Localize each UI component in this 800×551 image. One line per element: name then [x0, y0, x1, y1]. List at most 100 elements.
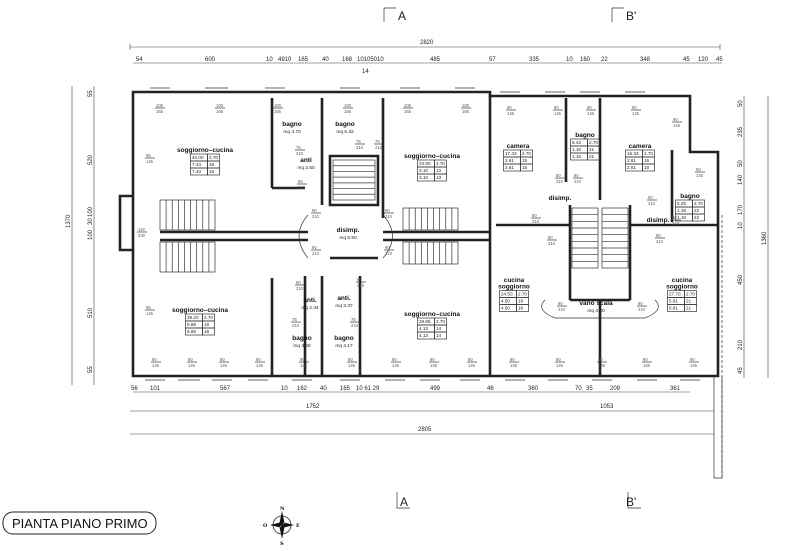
- compass-west: O: [263, 523, 268, 529]
- title-text: PIANTA PIANO PRIMO: [12, 516, 148, 531]
- opening-width: 90: [554, 105, 559, 110]
- opening-height: 210: [298, 185, 306, 190]
- dimension-bottom: 361: [670, 386, 681, 392]
- table-cell: 5.25: [677, 201, 686, 206]
- table-cell: 15: [522, 165, 528, 170]
- table-cell: 2.70: [518, 292, 527, 297]
- table-cell: 22: [694, 208, 700, 213]
- dimension-bottom: 40: [320, 386, 327, 392]
- table-cell: 4.50: [501, 306, 510, 311]
- room-name: soggiorno–cucina: [172, 307, 228, 314]
- table-cell: 18: [209, 169, 215, 174]
- table-cell: 7.43: [192, 162, 201, 167]
- table-cell: 27.70: [669, 292, 681, 297]
- opening-height: 210: [296, 286, 304, 291]
- opening-width: 90: [430, 357, 435, 362]
- opening-height: 155: [274, 109, 282, 114]
- opening-width: 90: [507, 105, 512, 110]
- dimension-bottom: 360: [528, 386, 539, 392]
- room-area: mq 3.37: [335, 303, 353, 309]
- opening-width: 90: [385, 245, 390, 250]
- room-name: disimp.: [337, 227, 360, 234]
- dimension-top: 4910: [278, 57, 292, 63]
- table-cell: 22: [694, 215, 700, 220]
- dimension-overall-bottom: 2805: [418, 427, 432, 433]
- opening-height: 145: [673, 123, 681, 128]
- compass-east: E: [296, 523, 300, 529]
- opening-height: 210: [548, 241, 556, 246]
- table-cell: 39.20: [187, 315, 199, 320]
- opening-width: 100: [216, 103, 224, 108]
- dimension-top: 45: [716, 57, 723, 63]
- room-area: mq 2.50: [297, 165, 315, 171]
- dimension-bottom: 101: [150, 386, 161, 392]
- table-cell: 1.16: [572, 147, 581, 152]
- dimension-right: 50: [738, 100, 744, 107]
- opening-width: 100: [404, 103, 412, 108]
- dimension-bottom: 56: [131, 386, 138, 392]
- table-cell: 21: [589, 147, 595, 152]
- room-name: bagno: [282, 121, 302, 128]
- room: anti.mq 2.34: [301, 297, 319, 311]
- opening-height: 210: [558, 307, 566, 312]
- table-cell: 4.50: [501, 299, 510, 304]
- table-cell: 4.13: [419, 333, 428, 338]
- dimension-bottom: 10: [281, 386, 288, 392]
- section-label: A: [400, 495, 408, 509]
- dimension-bottom: 46: [487, 386, 494, 392]
- room-name: soggiorno–cucina: [177, 147, 233, 154]
- opening-width: 90: [556, 357, 561, 362]
- opening-height: 145: [598, 363, 606, 368]
- opening-height: 165: [156, 109, 164, 114]
- table-cell: 3.10: [419, 168, 428, 173]
- opening-width: 100: [156, 103, 164, 108]
- dimension-top: 54: [136, 57, 143, 63]
- dimension-lines: 2820 1752 1053 2805 14 1370 1360: [66, 40, 769, 435]
- opening-height: 145: [300, 363, 308, 368]
- opening-width: 100: [274, 103, 282, 108]
- compass-rose-icon: N S E O: [263, 506, 300, 547]
- compass-south: S: [280, 541, 284, 547]
- dimension-bottom: 70: [575, 386, 582, 392]
- dimension-bottom: 499: [430, 386, 441, 392]
- opening-height: 210: [385, 214, 393, 219]
- table-cell: 14: [436, 333, 442, 338]
- opening-width: 90: [558, 301, 563, 306]
- dimension-left-total: 1370: [66, 214, 72, 228]
- dimension-top: 335: [529, 57, 540, 63]
- opening-width: 90: [696, 167, 701, 172]
- opening-width: 90: [673, 117, 678, 122]
- dimension-top: 22: [601, 57, 608, 63]
- table-cell: 2.70: [204, 315, 213, 320]
- opening-height: 145: [507, 111, 515, 116]
- section-label: B': [626, 9, 636, 23]
- room-area: mq 5.32: [336, 129, 354, 135]
- opening-width: 80: [532, 213, 537, 218]
- compass-north: N: [280, 506, 285, 512]
